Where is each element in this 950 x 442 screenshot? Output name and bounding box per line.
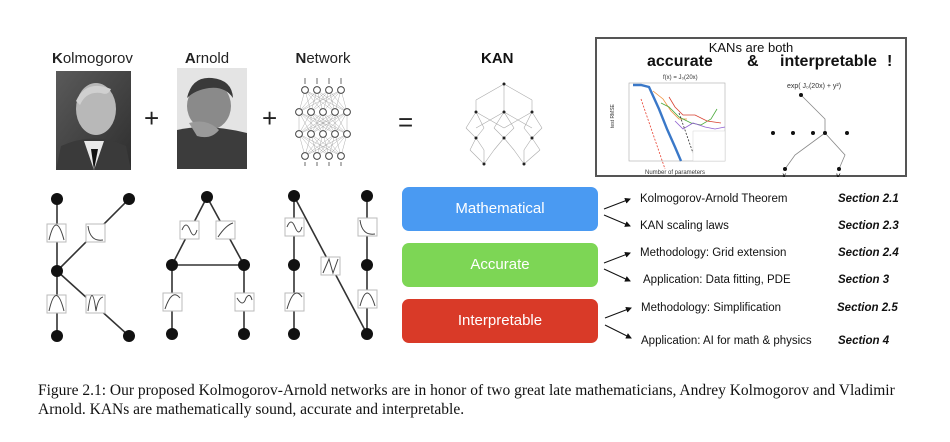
mlp-node [343, 130, 351, 138]
network-label: Network [295, 50, 351, 67]
var-x: x [781, 171, 787, 177]
var-y: y [835, 171, 841, 177]
mlp-node [337, 86, 345, 94]
arrow-icon [603, 214, 631, 227]
theory-id-line [678, 112, 694, 154]
mlp-node [319, 130, 327, 138]
mlp-network-icon [295, 78, 351, 166]
summary-line1: KANs are both [708, 40, 794, 55]
symbolic-tree: x y [771, 93, 849, 177]
plot-xlabel: Number of parameters [645, 170, 705, 176]
branch-arrows [603, 197, 632, 339]
scaling-plot: test RMSE Number of parameters [610, 82, 726, 176]
pill-accurate: Accurate [402, 243, 598, 287]
mlp-node [337, 152, 345, 160]
plus-sign: + [144, 103, 160, 133]
mlp-node [301, 86, 309, 94]
row-section: Section 3 [838, 274, 890, 286]
mlp-node [319, 108, 327, 116]
summary-ampersand: & [747, 53, 759, 70]
row-text: Methodology: Simplification [641, 302, 781, 314]
mlp-node [295, 130, 303, 138]
mlp-depth5-series [674, 120, 726, 130]
diagram-nodes [51, 190, 373, 342]
row-section: Section 2.4 [838, 247, 899, 259]
summary-box: KANs are both accurate & interpretable !… [595, 37, 907, 177]
summary-interpretable: interpretable [780, 53, 877, 70]
mlp-node [307, 130, 315, 138]
arrow-icon [604, 324, 632, 339]
plot-legend [692, 130, 726, 162]
kan-series [633, 83, 683, 162]
kan-label: KAN [481, 50, 514, 67]
row-section: Section 4 [838, 335, 890, 347]
mlp-node [331, 130, 339, 138]
summary-exclaim: ! [887, 53, 893, 70]
kolmogorov-label: Kolmogorov [52, 50, 133, 67]
plus-sign: + [262, 103, 278, 133]
mlp-node [331, 108, 339, 116]
plot-title: f(x) = J₀(20x) [663, 75, 698, 81]
row-text: Application: AI for math & physics [641, 335, 812, 347]
mlp-node [325, 86, 333, 94]
mlp-node [295, 108, 303, 116]
mlp-node [343, 108, 351, 116]
arnold-portrait [177, 68, 247, 169]
mlp-node [325, 152, 333, 160]
arrow-icon [603, 268, 631, 282]
row-text: Kolmogorov-Arnold Theorem [640, 193, 788, 205]
mlp-depth2-series [652, 90, 687, 120]
arrow-icon [603, 251, 631, 264]
kan-letters-diagram [46, 190, 378, 342]
arnold-label: Arnold [184, 50, 230, 67]
arrow-icon [604, 306, 632, 319]
activation-curves [48, 219, 376, 312]
figure-caption: Figure 2.1: Our proposed Kolmogorov-Arno… [38, 382, 895, 418]
row-text: Application: Data fitting, PDE [643, 274, 791, 286]
row-section: Section 2.5 [837, 302, 898, 314]
pill-mathematical: Mathematical [402, 187, 598, 231]
mlp-node [307, 108, 315, 116]
row-section: Section 2.3 [838, 220, 899, 232]
equals-sign: = [398, 107, 414, 137]
mlp-depth4-series [668, 96, 722, 124]
mlp-node [313, 86, 321, 94]
arrow-icon [603, 197, 631, 210]
summary-accurate: accurate [647, 53, 713, 70]
theory-kan-line [640, 98, 666, 170]
mlp-node [313, 152, 321, 160]
plot-ylabel: test RMSE [610, 103, 616, 128]
formula-label: exp( J₀(20x) + y²) [787, 83, 842, 90]
row-section: Section 2.1 [838, 193, 899, 205]
row-text: KAN scaling laws [640, 220, 729, 232]
mlp-node [301, 152, 309, 160]
pill-interpretable: Interpretable [402, 299, 598, 343]
row-text: Methodology: Grid extension [640, 247, 787, 259]
kan-network-icon [465, 82, 543, 166]
mlp-depth3-series [660, 102, 718, 126]
kolmogorov-portrait [56, 71, 131, 170]
